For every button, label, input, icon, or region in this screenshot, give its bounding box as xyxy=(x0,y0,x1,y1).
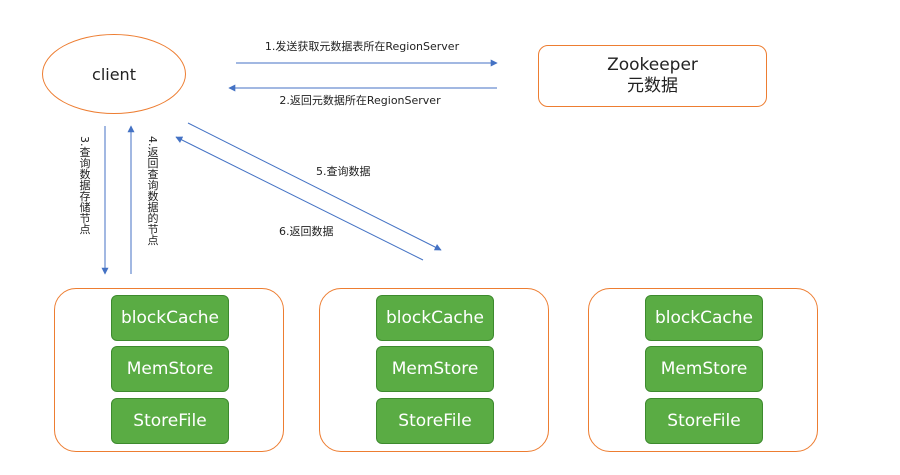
label-step3: 3.查询数据存储节点 xyxy=(78,136,91,235)
arrow-return-data xyxy=(175,136,424,261)
client-label: client xyxy=(92,64,136,84)
block-cache-box: blockCache xyxy=(376,295,494,341)
label-step5: 5.查询数据 xyxy=(316,164,371,178)
store-file-box: StoreFile xyxy=(645,398,763,444)
zookeeper-title: Zookeeper xyxy=(607,55,698,75)
block-cache-box: blockCache xyxy=(111,295,229,341)
arrow-query-data xyxy=(187,122,442,251)
label-step2: 2.返回元数据所在RegionServer xyxy=(279,93,441,107)
client-node: client xyxy=(42,34,186,114)
mem-store-box: MemStore xyxy=(376,346,494,392)
label-step6: 6.返回数据 xyxy=(279,224,334,238)
mem-store-box: MemStore xyxy=(645,346,763,392)
label-step4: 4.返回查询数据的节点 xyxy=(146,136,159,246)
store-file-box: StoreFile xyxy=(111,398,229,444)
block-cache-box: blockCache xyxy=(645,295,763,341)
store-file-box: StoreFile xyxy=(376,398,494,444)
region-server-3: blockCache MemStore StoreFile xyxy=(588,288,818,452)
zookeeper-node: Zookeeper 元数据 xyxy=(538,45,767,107)
region-server-2: blockCache MemStore StoreFile xyxy=(319,288,549,452)
region-server-1: blockCache MemStore StoreFile xyxy=(54,288,284,452)
zookeeper-subtitle: 元数据 xyxy=(627,76,678,96)
mem-store-box: MemStore xyxy=(111,346,229,392)
label-step1: 1.发送获取元数据表所在RegionServer xyxy=(265,39,460,53)
